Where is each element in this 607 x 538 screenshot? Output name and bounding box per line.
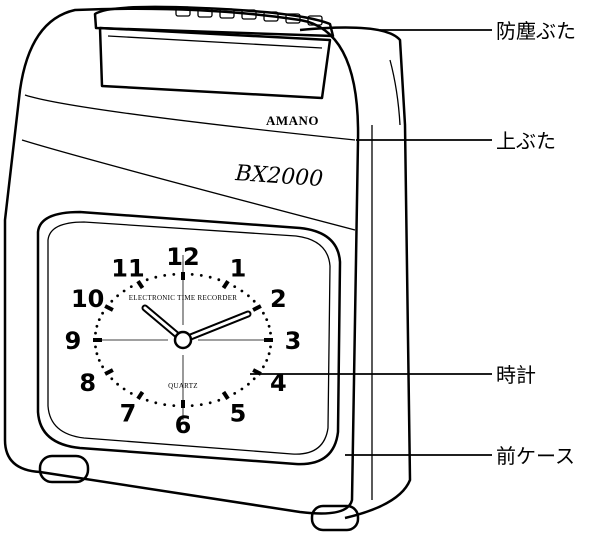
numeral-6: 6 <box>175 411 192 439</box>
minute-tick <box>190 273 194 276</box>
numeral-8: 8 <box>79 369 96 397</box>
minute-tick <box>267 324 271 328</box>
callout-front-case: 前ケース <box>496 444 575 468</box>
hour-tick <box>221 390 230 400</box>
minute-tick <box>154 401 158 405</box>
minute-tick <box>110 377 114 381</box>
minute-tick <box>240 289 244 293</box>
minute-tick <box>154 275 158 279</box>
minute-tick <box>208 275 212 279</box>
brand-label: AMANO <box>266 113 319 128</box>
minute-tick <box>145 278 149 282</box>
minute-tick <box>262 365 265 369</box>
dial-bottom-text: QUARTZ <box>168 382 198 390</box>
minute-tick <box>97 359 101 362</box>
callout-lines <box>250 29 492 456</box>
minute-tick <box>233 285 237 288</box>
minute-tick <box>262 311 265 315</box>
numeral-10: 10 <box>71 285 104 313</box>
hour-tick <box>136 390 145 400</box>
minute-tick <box>129 392 133 395</box>
minute-tick <box>247 294 250 298</box>
numeral-1: 1 <box>230 254 247 282</box>
minute-tick <box>163 274 167 277</box>
hour-tick <box>136 280 145 290</box>
minute-tick <box>199 274 203 277</box>
callout-top-cover: 上ぶた <box>496 129 556 153</box>
minute-tick <box>95 352 99 356</box>
numeral-4: 4 <box>270 369 287 397</box>
front-case <box>3 7 360 515</box>
minute-tick <box>101 365 104 369</box>
numeral-2: 2 <box>270 285 287 313</box>
feet <box>38 454 360 532</box>
minute-tick <box>97 318 101 321</box>
minute-tick <box>101 311 104 315</box>
hour-tick <box>221 280 230 290</box>
hand-hub <box>173 330 193 350</box>
minute-tick <box>172 273 176 276</box>
dust-cover-ridges <box>175 6 323 26</box>
hour-tick <box>104 304 114 312</box>
minute-tick <box>199 403 203 406</box>
minute-tick <box>116 294 119 298</box>
numeral-7: 7 <box>120 400 137 428</box>
minute-tick <box>252 377 256 381</box>
minute-tick <box>110 299 114 303</box>
minute-tick <box>122 387 126 391</box>
clock-window <box>36 210 342 466</box>
hour-ticks <box>93 272 273 408</box>
numeral-5: 5 <box>230 400 247 428</box>
minute-tick <box>172 404 176 407</box>
minute-tick <box>269 345 272 349</box>
minute-tick <box>267 352 271 356</box>
dial-top-text: ELECTRONIC TIME RECORDER <box>129 294 238 302</box>
minute-ticks <box>94 255 272 420</box>
minute-tick <box>265 359 269 362</box>
minute-tick <box>129 285 133 288</box>
dust-cover <box>93 5 335 100</box>
minute-tick <box>240 387 244 391</box>
minute-tick <box>94 345 97 349</box>
minute-tick <box>265 318 269 321</box>
minute-tick <box>94 331 97 335</box>
minute-tick <box>217 278 221 282</box>
clock-dial: ELECTRONIC TIME RECORDER QUARTZ 12 12 3 45 6… <box>65 243 302 439</box>
hour-tick <box>104 368 114 376</box>
callout-dust-cover: 防塵ぶた <box>496 19 576 43</box>
model-label: BX2000 <box>234 161 324 192</box>
minute-tick <box>163 403 167 406</box>
minute-tick <box>247 382 250 386</box>
minute-tick <box>190 404 194 407</box>
numeral-9: 9 <box>65 327 82 355</box>
minute-tick <box>122 289 126 293</box>
minute-tick <box>233 392 237 395</box>
numeral-12: 12 <box>166 243 199 271</box>
minute-tick <box>217 398 221 402</box>
minute-tick <box>145 398 149 402</box>
minute-tick <box>208 401 212 405</box>
minute-tick <box>95 324 99 328</box>
minute-tick <box>269 331 272 335</box>
numeral-3: 3 <box>285 327 302 355</box>
hour-tick <box>252 304 262 312</box>
callout-clock: 時計 <box>496 363 536 387</box>
side-panel <box>299 26 412 520</box>
minute-tick <box>116 382 119 386</box>
minute-tick <box>252 299 256 303</box>
numeral-11: 11 <box>111 254 144 282</box>
